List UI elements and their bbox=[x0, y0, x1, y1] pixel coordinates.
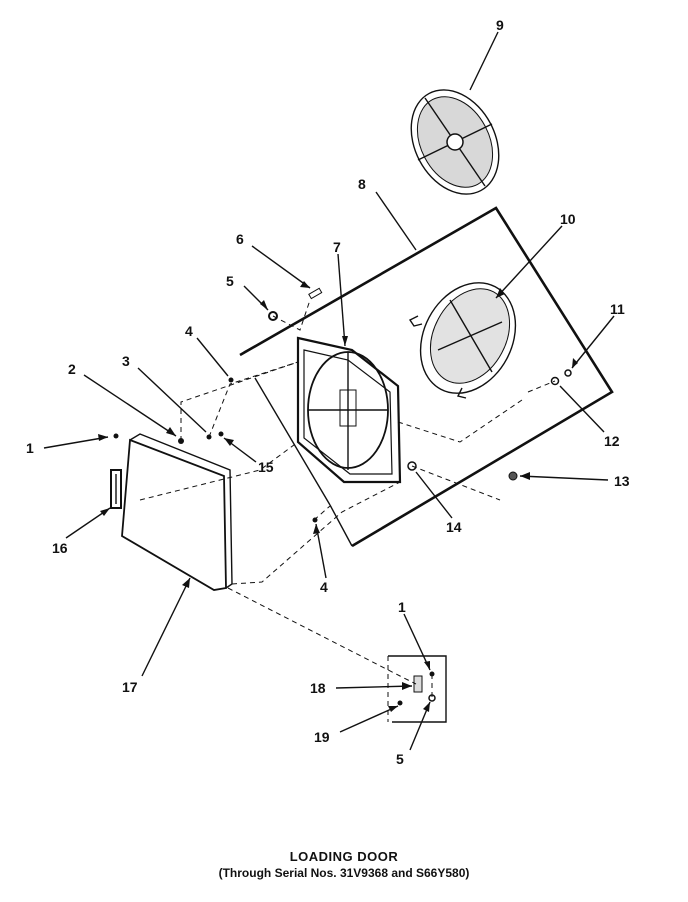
callout-8: 8 bbox=[358, 176, 366, 192]
callout-12: 12 bbox=[604, 433, 620, 449]
callout-7: 7 bbox=[333, 239, 341, 255]
leader-arrowheads bbox=[98, 281, 578, 712]
callout-13: 13 bbox=[614, 473, 630, 489]
callout-16: 16 bbox=[52, 540, 68, 556]
callout-10: 10 bbox=[560, 211, 576, 227]
callout-5: 5 bbox=[396, 751, 404, 767]
part-8-gasket bbox=[239, 206, 614, 548]
caption-title: LOADING DOOR bbox=[289, 849, 399, 864]
callout-4: 4 bbox=[185, 323, 193, 339]
callout-19: 19 bbox=[314, 729, 330, 745]
hardware-parts bbox=[113, 287, 572, 706]
part-9-lint-screen bbox=[410, 89, 500, 195]
callout-15: 15 bbox=[258, 459, 274, 475]
callout-1: 1 bbox=[26, 440, 34, 456]
assembly-dashed-lines bbox=[139, 299, 556, 698]
part-16-door-handle bbox=[110, 469, 122, 509]
callout-18: 18 bbox=[310, 680, 326, 696]
callout-17: 17 bbox=[122, 679, 138, 695]
callout-3: 3 bbox=[122, 353, 130, 369]
callout-5: 5 bbox=[226, 273, 234, 289]
callout-6: 6 bbox=[236, 231, 244, 247]
callout-14: 14 bbox=[446, 519, 462, 535]
strike-bracket bbox=[387, 655, 447, 723]
callout-4: 4 bbox=[320, 579, 328, 595]
callout-2: 2 bbox=[68, 361, 76, 377]
caption-subtitle: (Through Serial Nos. 31V9368 and S66Y580… bbox=[218, 866, 470, 880]
callout-9: 9 bbox=[496, 17, 504, 33]
callout-11: 11 bbox=[610, 301, 625, 317]
part-17-door-panel bbox=[121, 433, 233, 591]
callout-1: 1 bbox=[398, 599, 406, 615]
part-10-filter-ring bbox=[408, 282, 517, 399]
part-7-door-frame bbox=[296, 336, 402, 484]
callout-labels: 1 1 2 3 4 4 5 5 6 7 8 9 10 11 12 13 14 1… bbox=[26, 17, 630, 767]
leader-lines bbox=[43, 31, 615, 751]
